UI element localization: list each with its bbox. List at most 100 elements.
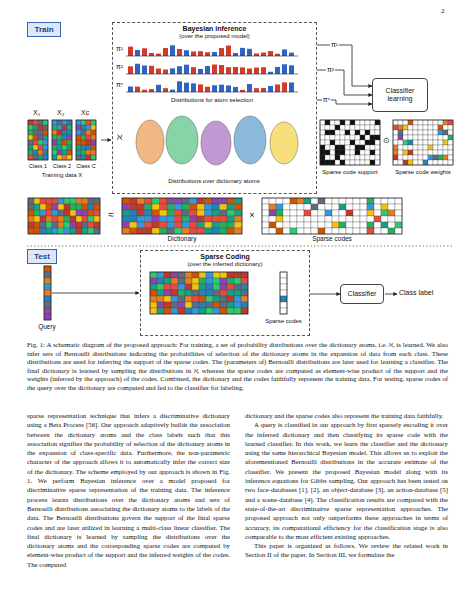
matrix-cell bbox=[423, 125, 428, 130]
matrix-cell bbox=[145, 210, 153, 216]
matrix-cell bbox=[150, 284, 157, 290]
matrix-cell bbox=[70, 198, 76, 204]
matrix-cell bbox=[325, 198, 332, 204]
matrix-cell bbox=[175, 216, 183, 222]
node-title: Test bbox=[34, 252, 50, 261]
matrix-cell bbox=[205, 210, 213, 216]
matrix-cell bbox=[423, 160, 428, 165]
matrix-cell bbox=[418, 145, 423, 150]
bar bbox=[191, 67, 196, 74]
bar bbox=[282, 82, 287, 92]
matrix-cell bbox=[438, 140, 443, 145]
matrix-cell bbox=[235, 216, 243, 222]
matrix-cell bbox=[171, 284, 178, 290]
node-title: Bayesian inference bbox=[183, 25, 247, 33]
matrix-cell bbox=[43, 125, 48, 130]
matrix-cell bbox=[375, 160, 380, 165]
matrix-cell bbox=[212, 198, 220, 204]
matrix-cell bbox=[339, 198, 346, 204]
matrix-cell bbox=[325, 130, 330, 135]
matrix-cell bbox=[345, 160, 350, 165]
matrix-cell bbox=[443, 120, 448, 125]
bar bbox=[261, 67, 266, 74]
axis-line bbox=[126, 74, 298, 75]
matrix-cell bbox=[213, 290, 220, 296]
matrix-cell bbox=[171, 290, 178, 296]
matrix-cell bbox=[325, 120, 330, 125]
matrix-cell bbox=[345, 125, 350, 130]
bar bbox=[240, 48, 245, 56]
matrix-cell bbox=[433, 120, 438, 125]
matrix-frame bbox=[320, 120, 380, 165]
matrix-cell bbox=[175, 228, 183, 234]
matrix-cell bbox=[241, 272, 248, 278]
bar bbox=[156, 69, 161, 74]
matrix-cell bbox=[330, 150, 335, 155]
matrix-cell bbox=[175, 222, 183, 228]
matrix-cell bbox=[355, 145, 360, 150]
matrix-cell bbox=[433, 140, 438, 145]
matrix-cell bbox=[370, 140, 375, 145]
matrix-cell bbox=[241, 296, 248, 302]
matrix-cell bbox=[43, 120, 48, 125]
matrix-cell bbox=[212, 216, 220, 222]
axis-line bbox=[126, 92, 298, 93]
matrix-cell bbox=[350, 160, 355, 165]
matrix-cell bbox=[220, 222, 228, 228]
matrix-cell bbox=[152, 198, 160, 204]
stage-tag: Test bbox=[27, 249, 57, 264]
bar bbox=[177, 81, 182, 92]
matrix-cell bbox=[157, 296, 164, 302]
bar bbox=[268, 86, 273, 92]
matrix-cell bbox=[375, 130, 380, 135]
matrix-cell bbox=[192, 278, 199, 284]
matrix-cell bbox=[370, 130, 375, 135]
matrix-cell bbox=[33, 145, 38, 150]
matrix-cell bbox=[212, 204, 220, 210]
connector-arrow bbox=[310, 294, 340, 295]
matrix-cell bbox=[38, 140, 43, 145]
matrix-cell bbox=[360, 120, 365, 125]
matrix-cell bbox=[213, 284, 220, 290]
matrix-cell bbox=[325, 222, 332, 228]
matrix-cell bbox=[355, 150, 360, 155]
matrix-cell bbox=[360, 145, 365, 150]
matrix-cell bbox=[241, 290, 248, 296]
matrix-cell bbox=[398, 160, 403, 165]
matrix-cell bbox=[212, 222, 220, 228]
matrix-cell bbox=[283, 228, 290, 234]
matrix-cell bbox=[76, 125, 81, 130]
bar bbox=[149, 89, 154, 92]
matrix-cell bbox=[185, 272, 192, 278]
matrix-cell bbox=[28, 216, 34, 222]
matrix-cell bbox=[52, 135, 57, 140]
matrix-cell bbox=[192, 272, 199, 278]
matrix-cell bbox=[375, 125, 380, 130]
bar bbox=[205, 66, 210, 74]
matrix-cell bbox=[88, 222, 94, 228]
edge-label: πᶜ bbox=[322, 96, 331, 104]
matrix-cell bbox=[137, 228, 145, 234]
matrix-cell bbox=[57, 120, 62, 125]
matrix-cell bbox=[220, 290, 227, 296]
matrix-cell bbox=[70, 222, 76, 228]
matrix-cell bbox=[346, 204, 353, 210]
matrix-cell bbox=[213, 302, 220, 308]
edge-label: π¹ bbox=[330, 41, 339, 49]
node-title: Sparse Coding bbox=[200, 253, 249, 261]
matrix-cell bbox=[94, 210, 100, 216]
matrix-cell bbox=[423, 145, 428, 150]
matrix-graphic bbox=[122, 198, 242, 234]
matrix-cell bbox=[182, 228, 190, 234]
matrix-cell bbox=[330, 125, 335, 130]
matrix-cell bbox=[164, 278, 171, 284]
matrix-cell bbox=[332, 204, 339, 210]
matrix-cell bbox=[88, 210, 94, 216]
matrix-cell bbox=[340, 145, 345, 150]
matrix-cell bbox=[448, 120, 453, 125]
matrix-cell bbox=[443, 130, 448, 135]
matrix-cell bbox=[340, 125, 345, 130]
matrix-cell bbox=[395, 216, 402, 222]
matrix-cell bbox=[150, 272, 157, 278]
matrix-cell bbox=[157, 308, 164, 314]
